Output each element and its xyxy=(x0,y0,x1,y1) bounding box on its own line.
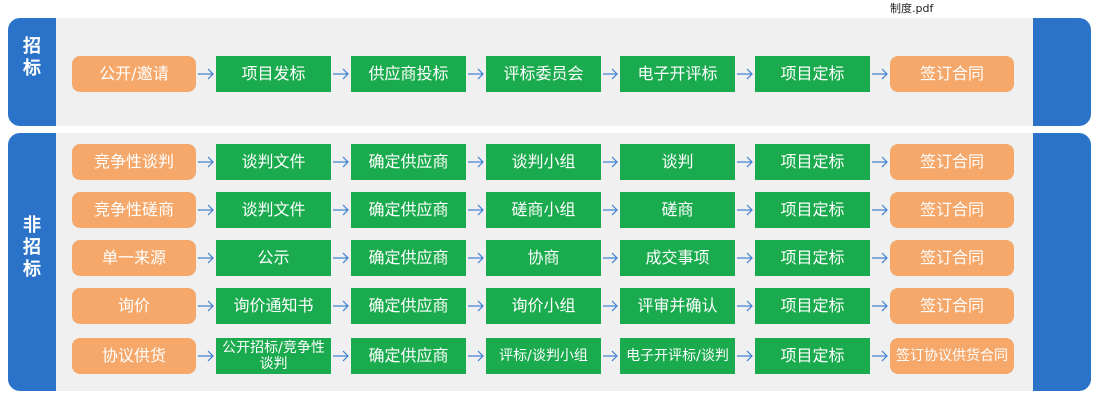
arrow-icon xyxy=(737,156,753,168)
step-box-r1-c6: 签订合同 xyxy=(890,144,1014,180)
step-box-r2-c6: 签订合同 xyxy=(890,192,1014,228)
arrow-icon xyxy=(198,68,214,80)
arrow-icon xyxy=(872,300,888,312)
arrow-icon xyxy=(468,350,484,362)
arrow-icon xyxy=(333,252,349,264)
arrow-icon xyxy=(603,350,618,362)
step-box-r1-c4: 谈判 xyxy=(620,144,735,180)
step-box-r1-c3: 谈判小组 xyxy=(486,144,601,180)
arrow-icon xyxy=(468,252,484,264)
step-box-r0-c2: 供应商投标 xyxy=(351,56,466,92)
step-box-r0-c6: 签订合同 xyxy=(890,56,1014,92)
arrow-icon xyxy=(333,300,349,312)
step-box-r2-c1: 谈判文件 xyxy=(216,192,331,228)
arrow-icon xyxy=(603,300,618,312)
filename-label: 制度.pdf xyxy=(890,2,934,15)
step-box-r5-c6: 签订协议供货合同 xyxy=(890,338,1014,374)
step-box-r2-c3: 磋商小组 xyxy=(486,192,601,228)
arrow-icon xyxy=(872,350,888,362)
arrow-icon xyxy=(603,156,618,168)
step-box-r0-c1: 项目发标 xyxy=(216,56,331,92)
arrow-icon xyxy=(198,204,214,216)
step-box-r1-c0: 竞争性谈判 xyxy=(72,144,196,180)
arrow-icon xyxy=(603,68,618,80)
step-box-r3-c5: 项目定标 xyxy=(755,240,870,276)
step-box-r4-c0: 询价 xyxy=(72,288,196,324)
step-box-r0-c0: 公开/邀请 xyxy=(72,56,196,92)
step-box-r4-c5: 项目定标 xyxy=(755,288,870,324)
arrow-icon xyxy=(198,300,214,312)
step-box-r2-c2: 确定供应商 xyxy=(351,192,466,228)
step-box-r5-c2: 确定供应商 xyxy=(351,338,466,374)
arrow-icon xyxy=(872,252,888,264)
step-box-r4-c6: 签订合同 xyxy=(890,288,1014,324)
step-box-r0-c5: 项目定标 xyxy=(755,56,870,92)
arrow-icon xyxy=(468,68,484,80)
arrow-icon xyxy=(737,68,753,80)
arrow-icon xyxy=(333,204,349,216)
step-box-r4-c4: 评审并确认 xyxy=(620,288,735,324)
arrow-icon xyxy=(468,204,484,216)
step-box-r2-c0: 竞争性磋商 xyxy=(72,192,196,228)
step-box-r3-c0: 单一来源 xyxy=(72,240,196,276)
step-box-r1-c2: 确定供应商 xyxy=(351,144,466,180)
arrow-icon xyxy=(737,252,753,264)
arrow-icon xyxy=(603,204,618,216)
arrow-icon xyxy=(198,350,214,362)
step-box-r3-c3: 协商 xyxy=(486,240,601,276)
arrow-icon xyxy=(872,68,888,80)
step-box-r1-c5: 项目定标 xyxy=(755,144,870,180)
step-box-r5-c0: 协议供货 xyxy=(72,338,196,374)
arrow-icon xyxy=(198,156,214,168)
step-box-r1-c1: 谈判文件 xyxy=(216,144,331,180)
step-box-r5-c3: 评标/谈判小组 xyxy=(486,338,601,374)
step-box-r0-c3: 评标委员会 xyxy=(486,56,601,92)
step-box-r4-c1: 询价通知书 xyxy=(216,288,331,324)
bidding-section-label: 招 标 xyxy=(23,36,41,79)
step-box-r3-c4: 成交事项 xyxy=(620,240,735,276)
arrow-icon xyxy=(333,68,349,80)
step-box-r5-c4: 电子开评标/谈判 xyxy=(620,338,735,374)
arrow-icon xyxy=(603,252,618,264)
step-box-r5-c1: 公开招标/竞争性谈判 xyxy=(216,338,331,374)
arrow-icon xyxy=(333,156,349,168)
arrow-icon xyxy=(737,350,753,362)
arrow-icon xyxy=(468,300,484,312)
step-box-r4-c3: 询价小组 xyxy=(486,288,601,324)
step-box-r3-c1: 公示 xyxy=(216,240,331,276)
arrow-icon xyxy=(737,204,753,216)
step-box-r4-c2: 确定供应商 xyxy=(351,288,466,324)
step-box-r2-c4: 磋商 xyxy=(620,192,735,228)
step-box-r3-c2: 确定供应商 xyxy=(351,240,466,276)
step-box-r2-c5: 项目定标 xyxy=(755,192,870,228)
step-box-r5-c5: 项目定标 xyxy=(755,338,870,374)
arrow-icon xyxy=(737,300,753,312)
step-box-r3-c6: 签订合同 xyxy=(890,240,1014,276)
arrow-icon xyxy=(872,204,888,216)
arrow-icon xyxy=(872,156,888,168)
step-box-r0-c4: 电子开评标 xyxy=(620,56,735,92)
non-bidding-section-label: 非 招 标 xyxy=(23,215,41,280)
arrow-icon xyxy=(198,252,214,264)
arrow-icon xyxy=(333,350,349,362)
arrow-icon xyxy=(468,156,484,168)
